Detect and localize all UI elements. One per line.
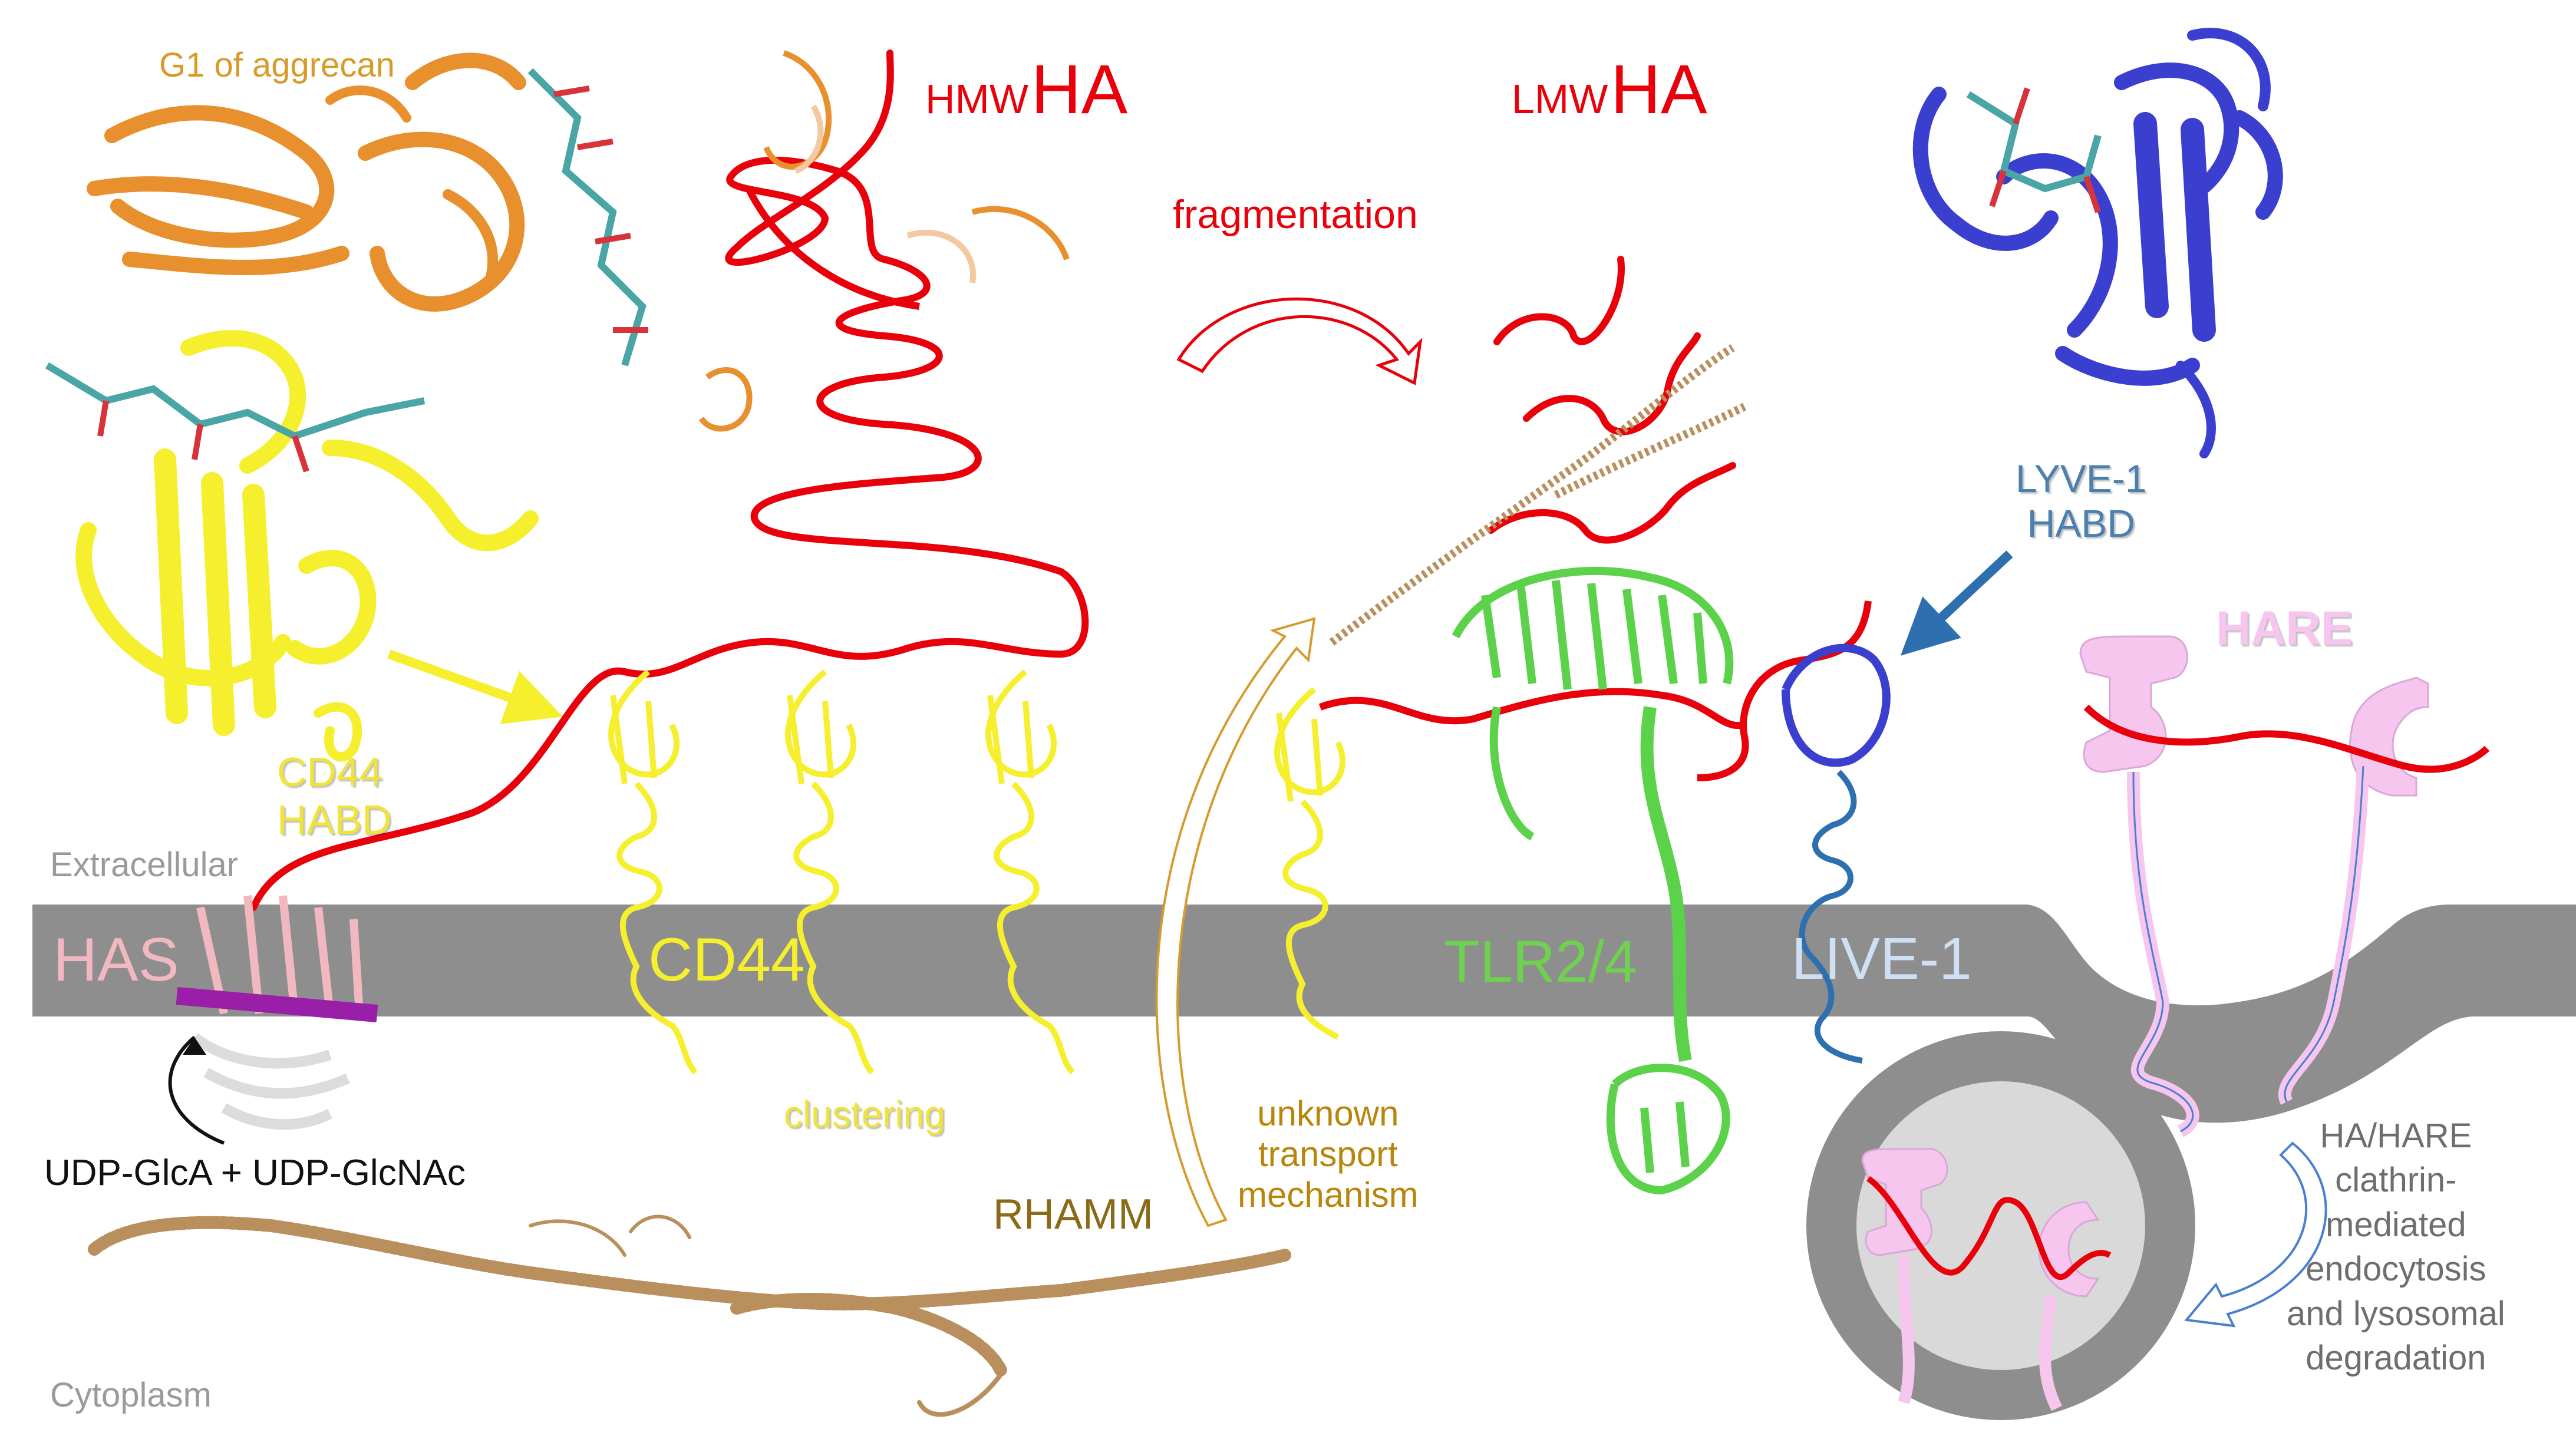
endocytosis-arrow <box>2184 1141 2327 1328</box>
label-clustering: clustering <box>784 1093 945 1136</box>
label-fragmentation: fragmentation <box>1173 192 1418 237</box>
label-extracellular: Extracellular <box>50 846 239 884</box>
label-unknown-line3: mechanism <box>1238 1175 1419 1214</box>
hmw-ha-chain <box>250 49 1089 911</box>
label-lyve-habd-line1: LYVE-1 <box>2016 457 2147 500</box>
label-endo-line5: and lysosomal <box>2287 1294 2505 1333</box>
fragmentation-arrow <box>1176 298 1423 385</box>
label-endo-line6: degradation <box>2305 1338 2486 1377</box>
label-lmw-ha-text: HA <box>1610 51 1707 128</box>
ha-on-hare <box>2083 704 2490 773</box>
label-lyve-habd: LYVE-1 HABD <box>2016 457 2147 546</box>
aggrecan-on-ha <box>698 50 1070 432</box>
cd44-ligand <box>45 362 426 473</box>
cd44-receptor-2 <box>785 669 875 1075</box>
label-endo-line1: HA/HARE <box>2320 1117 2472 1155</box>
cd44-receptor-4 <box>1274 687 1345 1040</box>
lysosome-vesicle <box>1806 1031 2195 1420</box>
label-live: LIVE-1 <box>1792 926 1972 992</box>
label-lyve-habd-line2: HABD <box>2027 501 2135 545</box>
label-cd44-habd-line2: HABD <box>277 796 392 843</box>
label-endo-line4: endocytosis <box>2305 1250 2486 1289</box>
rhamm-extracellular <box>1329 344 1747 646</box>
label-hmw-ha: HMW HA <box>925 50 1127 130</box>
arrow-lyve-zoom <box>1900 550 2013 656</box>
lyve-ligand <box>1966 87 2102 213</box>
label-hmw-prefix: HMW <box>925 76 1028 122</box>
label-udp: UDP-GlcA + UDP-GlcNAc <box>44 1153 466 1193</box>
label-lmw-prefix: LMW <box>1512 76 1608 122</box>
has-enzyme <box>176 895 378 1130</box>
ha-oligosaccharide-ligand <box>527 68 648 367</box>
transport-arrow <box>1155 617 1316 1227</box>
aggrecan-g1-structure <box>87 52 526 312</box>
label-lmw-ha: LMW HA <box>1512 50 1707 130</box>
label-unknown-transport: unknown transport mechanism <box>1238 1093 1419 1215</box>
lmw-ha-on-tlr <box>1318 688 1746 730</box>
tlr-structure <box>1452 566 1734 1195</box>
cd44-receptor-1 <box>608 669 698 1075</box>
label-endo-line3: mediated <box>2326 1205 2466 1244</box>
arrow-cd44-zoom <box>387 649 563 724</box>
label-rhamm: RHAMM <box>993 1191 1153 1238</box>
label-endo-line2: clathrin- <box>2335 1161 2457 1200</box>
label-tlr: TLR2/4 <box>1444 929 1637 995</box>
label-cd44-habd-line1: CD44 <box>277 749 382 795</box>
label-g1-aggrecan: G1 of aggrecan <box>159 46 395 84</box>
label-endocytosis: HA/HARE clathrin- mediated endocytosis a… <box>2287 1114 2505 1380</box>
label-cytoplasm: Cytoplasm <box>50 1376 212 1414</box>
hare-receptor-right <box>2278 676 2429 1105</box>
label-hmw-ha-text: HA <box>1031 51 1128 128</box>
cd44-habd-structure <box>75 330 539 762</box>
udp-cycle-arrow <box>168 1035 225 1145</box>
label-unknown-line2: transport <box>1258 1134 1398 1174</box>
label-cd44: CD44 <box>648 926 805 994</box>
cd44-receptor-3 <box>985 669 1075 1075</box>
label-cd44-habd: CD44 HABD <box>277 748 391 843</box>
rhamm-structure <box>88 1214 1291 1417</box>
lyve-receptor <box>1782 643 1891 1064</box>
lyve-habd-structure <box>1912 28 2283 458</box>
lmw-ha-fragments <box>1487 256 1736 544</box>
hare-in-vesicle <box>1861 1148 2112 1411</box>
label-unknown-line1: unknown <box>1257 1094 1399 1133</box>
label-hare-top: HARE <box>2216 602 2353 655</box>
label-has: HAS <box>53 926 179 994</box>
